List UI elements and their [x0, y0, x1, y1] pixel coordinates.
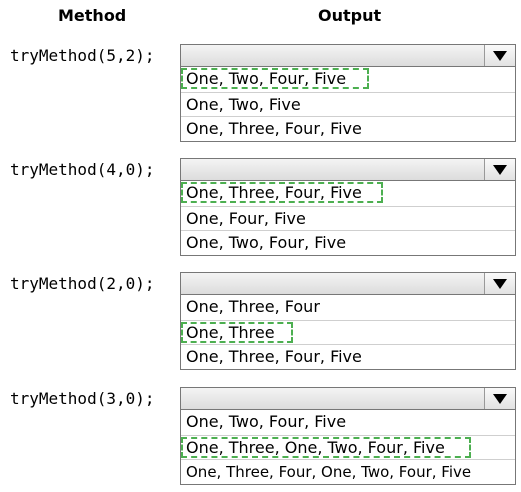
output-dropdown[interactable]: One, Two, Four, Five One, Two, Five One,… [180, 44, 516, 142]
dropdown-arrow-button[interactable] [484, 159, 515, 180]
column-header-output: Output [318, 6, 382, 25]
column-header-method: Method [58, 6, 127, 25]
dropdown-header[interactable] [180, 387, 516, 410]
triangle-down-icon [493, 393, 507, 404]
dropdown-options: One, Two, Four, Five One, Two, Five One,… [180, 67, 516, 142]
dropdown-options: One, Three, Four, Five One, Four, Five O… [180, 181, 516, 256]
dropdown-option[interactable]: One, Three, Four, Five [181, 181, 515, 206]
method-call: tryMethod(5,2); [10, 46, 155, 65]
method-call: tryMethod(3,0); [10, 389, 155, 408]
method-call: tryMethod(2,0); [10, 274, 155, 293]
output-dropdown[interactable]: One, Three, Four One, Three One, Three, … [180, 272, 516, 370]
output-dropdown[interactable]: One, Two, Four, Five One, Three, One, Tw… [180, 387, 516, 485]
dropdown-option[interactable]: One, Two, Four, Five [181, 230, 515, 255]
dropdown-option[interactable]: One, Two, Four, Five [181, 67, 515, 92]
dropdown-header[interactable] [180, 158, 516, 181]
dropdown-header[interactable] [180, 44, 516, 67]
triangle-down-icon [493, 278, 507, 289]
dropdown-options: One, Two, Four, Five One, Three, One, Tw… [180, 410, 516, 485]
dropdown-arrow-button[interactable] [484, 273, 515, 294]
dropdown-option[interactable]: One, Three, One, Two, Four, Five [181, 434, 515, 460]
dropdown-option[interactable]: One, Three [181, 319, 515, 345]
dropdown-option[interactable]: One, Three, Four, Five [181, 344, 515, 369]
triangle-down-icon [493, 164, 507, 175]
dropdown-arrow-button[interactable] [484, 388, 515, 409]
dropdown-option[interactable]: One, Two, Five [181, 91, 515, 117]
dropdown-header[interactable] [180, 272, 516, 295]
dropdown-option[interactable]: One, Three, Four, Five [181, 116, 515, 141]
dropdown-arrow-button[interactable] [484, 45, 515, 66]
method-call: tryMethod(4,0); [10, 160, 155, 179]
dropdown-option[interactable]: One, Two, Four, Five [186, 412, 347, 431]
triangle-down-icon [493, 50, 507, 61]
dropdown-option[interactable]: One, Three, Four, One, Two, Four, Five [181, 459, 515, 484]
dropdown-option[interactable]: One, Three, Four [186, 297, 320, 316]
output-dropdown[interactable]: One, Three, Four, Five One, Four, Five O… [180, 158, 516, 256]
dropdown-options: One, Three, Four One, Three One, Three, … [180, 295, 516, 370]
dropdown-option[interactable]: One, Four, Five [181, 205, 515, 231]
